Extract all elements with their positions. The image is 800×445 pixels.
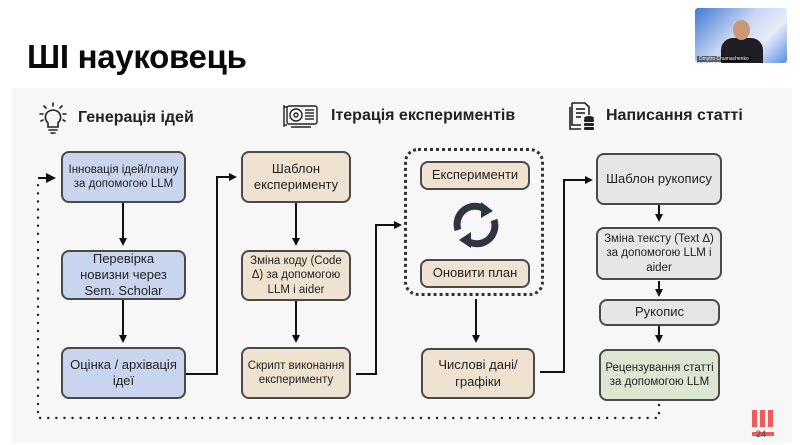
box-run-script: Скрипт виконання експерименту: [241, 347, 351, 399]
box-loop-update-plan: Оновити план: [420, 259, 530, 288]
experiment-loop-group: [404, 148, 544, 296]
box-llm-review: Рецензування статті за допомогою LLM: [599, 349, 720, 401]
box-manuscript-template: Шаблон рукопису: [596, 153, 722, 205]
presenter-name: Dmytro Chumachenko: [697, 56, 751, 62]
refresh-cycle-icon: [453, 202, 499, 248]
logo-bar: [752, 410, 757, 427]
box-loop-experiments: Експерименти: [420, 161, 530, 190]
box-idea-innovation: Інновація ідей/плану за допомогою LLM: [61, 151, 186, 203]
slide-title: ШІ науковець: [27, 38, 247, 75]
document-database-icon: [569, 102, 594, 130]
presenter-head: [733, 20, 750, 40]
box-code-change: Зміна коду (Code Δ) за допомогою LLM і a…: [241, 250, 351, 301]
logo-base: [752, 432, 774, 436]
logo-bar: [768, 410, 773, 427]
lightbulb-icon: [39, 102, 67, 134]
section-label: Ітерація експериментів: [331, 107, 516, 124]
page-number: 24: [756, 429, 767, 439]
section-idea-generation: Генерація ідей: [38, 101, 194, 135]
box-numerical-results: Числові дані/графіки: [421, 348, 535, 399]
section-label: Генерація ідей: [78, 109, 194, 126]
box-manuscript: Рукопис: [599, 299, 720, 326]
section-label: Написання статті: [606, 107, 743, 124]
box-experiment-template: Шаблон експерименту: [241, 151, 351, 203]
brand-logo: [752, 410, 774, 440]
box-idea-evaluation: Оцінка / архівація ідеї: [61, 347, 186, 399]
box-novelty-check: Перевірка новизни через Sem. Scholar: [61, 250, 186, 300]
gpu-card-icon: [283, 105, 318, 128]
box-text-change: Зміна тексту (Text Δ) за допомогою LLM і…: [596, 227, 722, 280]
section-paper-writing: Написання статті: [568, 99, 743, 133]
section-experiment-iteration: Ітерація експериментів: [281, 101, 515, 131]
presenter-webcam: Dmytro Chumachenko: [695, 8, 787, 63]
logo-bar: [760, 410, 765, 427]
